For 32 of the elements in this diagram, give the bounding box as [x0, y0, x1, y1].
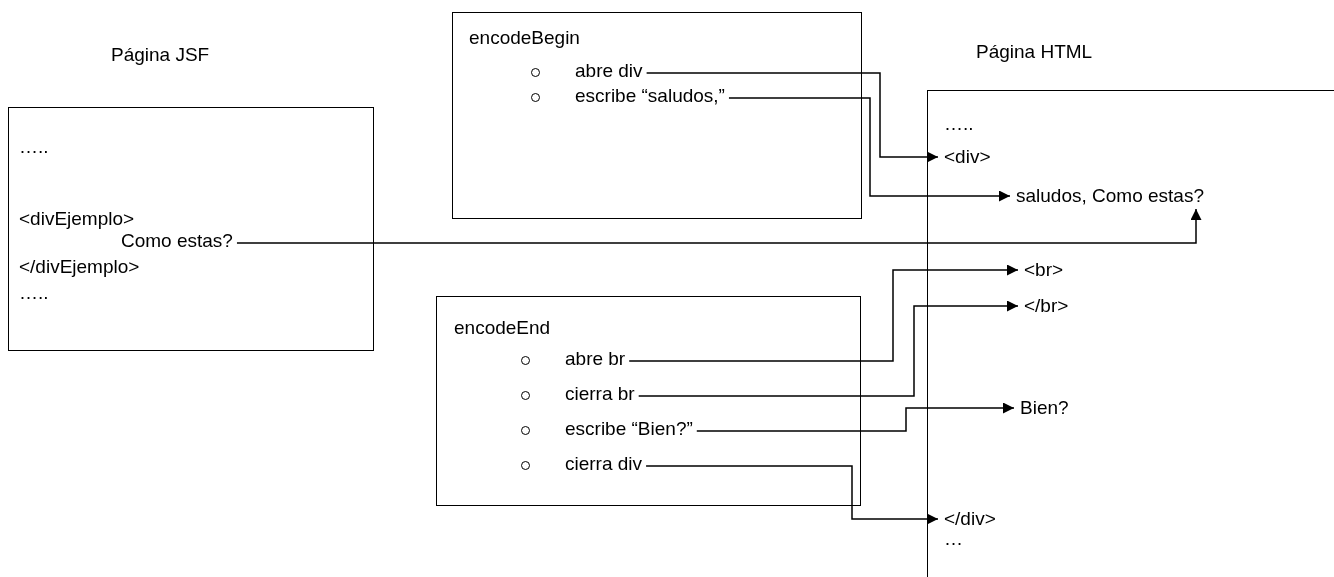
text-line: …..	[944, 113, 974, 135]
arrow	[696, 402, 1015, 432]
list-item: abre br	[565, 348, 626, 370]
code-line: </divEjemplo>	[19, 256, 140, 278]
text-line: …..	[19, 282, 49, 304]
text-line: …..	[19, 136, 49, 158]
list-item: cierra div	[565, 453, 643, 475]
method-heading: encodeBegin	[469, 27, 580, 49]
arrow	[645, 465, 939, 525]
output-text: saludos, Como estas?	[1016, 185, 1204, 207]
arrow	[236, 208, 1202, 244]
list-item: cierra br	[565, 383, 635, 405]
arrow	[645, 72, 939, 163]
code-line: Como estas?	[121, 230, 233, 252]
page-heading: Página JSF	[111, 44, 210, 66]
code-line: </div>	[944, 508, 996, 530]
arrow	[637, 300, 1019, 397]
list-item: escribe “Bien?”	[565, 418, 693, 440]
text-line: …	[944, 528, 963, 550]
code-line: <divEjemplo>	[19, 208, 135, 230]
code-line: </br>	[1024, 295, 1069, 317]
list-item: abre div	[575, 60, 643, 82]
list-item: escribe “saludos,”	[575, 85, 725, 107]
text-box	[452, 12, 862, 219]
code-line: <div>	[944, 146, 991, 168]
arrow	[728, 97, 1011, 202]
page-heading: Página HTML	[976, 41, 1093, 63]
code-line: <br>	[1024, 259, 1064, 281]
method-heading: encodeEnd	[454, 317, 551, 339]
output-text: Bien?	[1020, 397, 1069, 419]
text-box	[436, 296, 861, 506]
arrow	[628, 264, 1019, 362]
